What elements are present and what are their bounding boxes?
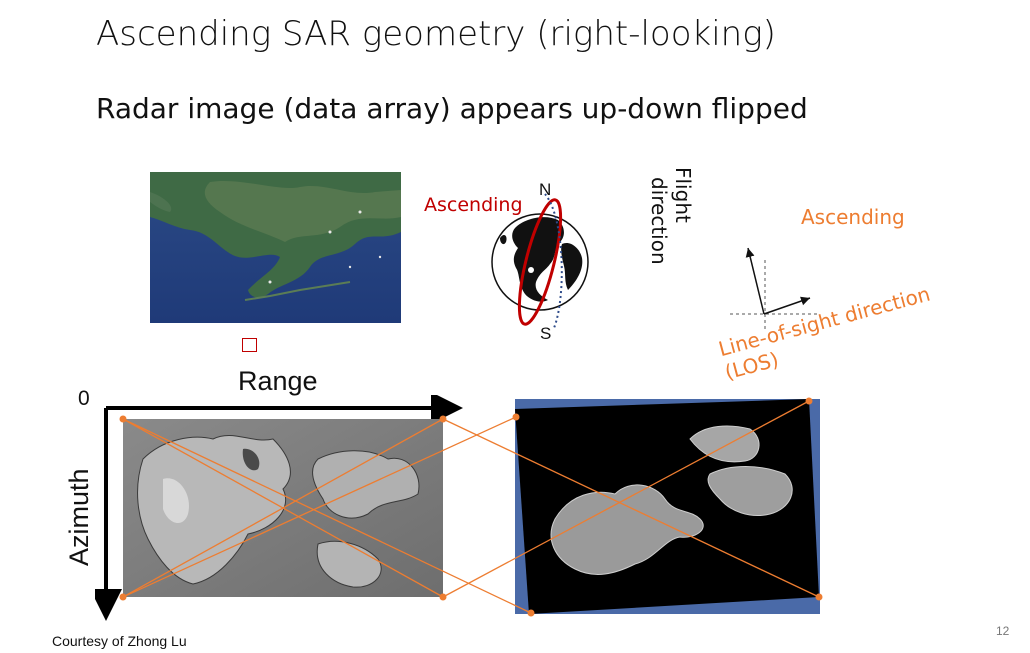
credit-text: Courtesy of Zhong Lu (52, 633, 187, 649)
orbit-label-ascending: Ascending (424, 194, 523, 216)
mapping-line (122, 416, 517, 598)
corner-dot (805, 397, 813, 405)
range-axis-label: Range (238, 366, 318, 396)
ascending-orbit-path (517, 198, 563, 326)
flight-direction-arrow (745, 247, 765, 315)
mapping-line (122, 418, 444, 598)
slide-subtitle: Radar image (data array) appears up-down… (96, 92, 808, 125)
mapping-line (442, 418, 820, 598)
corner-dot (439, 593, 447, 601)
globe-diagram (491, 193, 589, 329)
corner-dot (815, 593, 823, 601)
los-direction-arrow (763, 296, 811, 315)
study-area-marker (242, 338, 257, 352)
page-number: 12 (996, 624, 1010, 638)
mapping-line (122, 418, 532, 614)
corner-dot (119, 415, 127, 423)
south-label: S (540, 324, 552, 343)
radar-axes (95, 395, 463, 621)
descending-orbit-path (544, 193, 563, 329)
mapping-line (442, 400, 810, 598)
alaska-satellite-map (150, 172, 401, 323)
north-label: N (539, 180, 552, 199)
corner-dot (512, 413, 520, 421)
flight-los-vectors (730, 247, 818, 330)
geocoded-image (515, 399, 820, 614)
corner-dot (119, 593, 127, 601)
pass-label-ascending: Ascending (801, 205, 905, 229)
slide-title: Ascending SAR geometry (right-looking) (96, 14, 776, 54)
corner-dot (527, 609, 535, 617)
corner-dot (439, 415, 447, 423)
origin-label: 0 (78, 387, 90, 410)
